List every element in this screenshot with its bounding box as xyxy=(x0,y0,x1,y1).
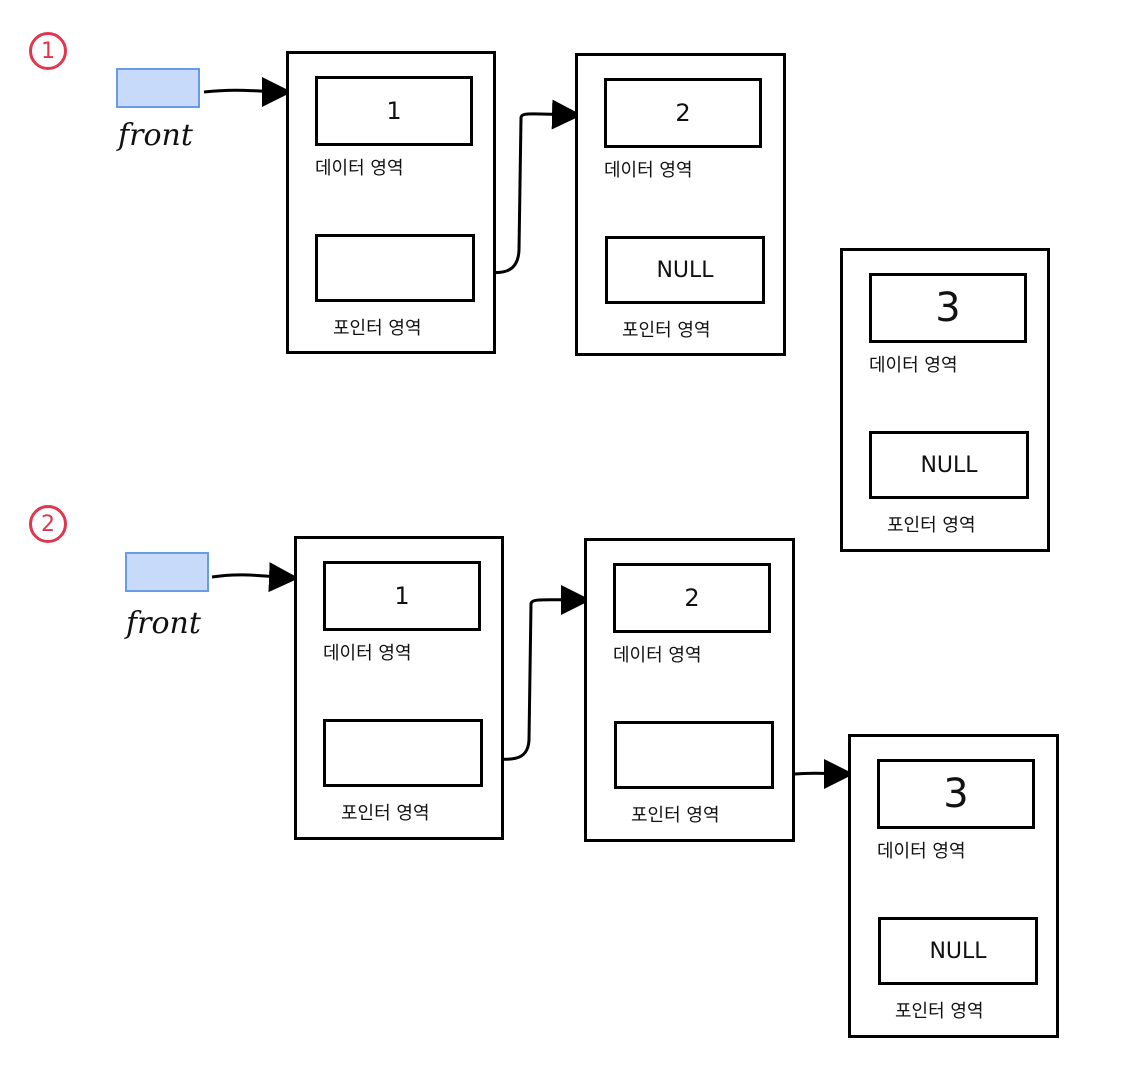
pointer-cell xyxy=(315,234,475,302)
front-label: front xyxy=(126,606,201,641)
data-cell: 1 xyxy=(323,561,481,631)
data-cell: 2 xyxy=(604,78,762,148)
pointer-cell: NULL xyxy=(605,236,765,304)
pointer-area-label: 포인터 영역 xyxy=(333,318,422,339)
node-2: 2 데이터 영역 포인터 영역 xyxy=(584,538,795,842)
step-1-badge: 1 xyxy=(29,32,67,70)
pointer-cell xyxy=(323,719,483,787)
front-pointer-box xyxy=(125,552,209,592)
data-area-label: 데이터 영역 xyxy=(315,158,404,179)
node-1: 1 데이터 영역 포인터 영역 xyxy=(286,51,496,354)
step-2-badge: 2 xyxy=(29,505,67,543)
pointer-area-label: 포인터 영역 xyxy=(341,803,430,824)
node-3: 3 데이터 영역 NULL 포인터 영역 xyxy=(848,734,1059,1038)
front-to-node1-arrow-step2 xyxy=(211,562,299,593)
pointer-area-label: 포인터 영역 xyxy=(631,805,720,826)
data-area-label: 데이터 영역 xyxy=(877,841,966,862)
pointer-area-label: 포인터 영역 xyxy=(887,515,976,536)
data-area-label: 데이터 영역 xyxy=(604,160,693,181)
front-to-node1-arrow-step1 xyxy=(203,76,292,107)
pointer-area-label: 포인터 영역 xyxy=(622,320,711,341)
data-area-label: 데이터 영역 xyxy=(323,643,412,664)
node-2: 2 데이터 영역 NULL 포인터 영역 xyxy=(575,53,786,356)
data-cell: 2 xyxy=(613,563,771,633)
pointer-cell xyxy=(614,721,774,789)
node-3: 3 데이터 영역 NULL 포인터 영역 xyxy=(840,248,1050,552)
data-cell: 3 xyxy=(877,759,1035,829)
node-1: 1 데이터 영역 포인터 영역 xyxy=(294,536,504,840)
pointer-area-label: 포인터 영역 xyxy=(895,1001,984,1022)
data-cell: 1 xyxy=(315,76,473,146)
pointer-cell: NULL xyxy=(878,917,1038,985)
pointer-cell: NULL xyxy=(869,431,1029,499)
node2-to-node3-arrow-step2 xyxy=(794,758,854,789)
data-cell: 3 xyxy=(869,273,1027,343)
data-area-label: 데이터 영역 xyxy=(869,355,958,376)
front-pointer-box xyxy=(116,68,200,108)
front-label: front xyxy=(118,118,193,153)
data-area-label: 데이터 영역 xyxy=(613,645,702,666)
